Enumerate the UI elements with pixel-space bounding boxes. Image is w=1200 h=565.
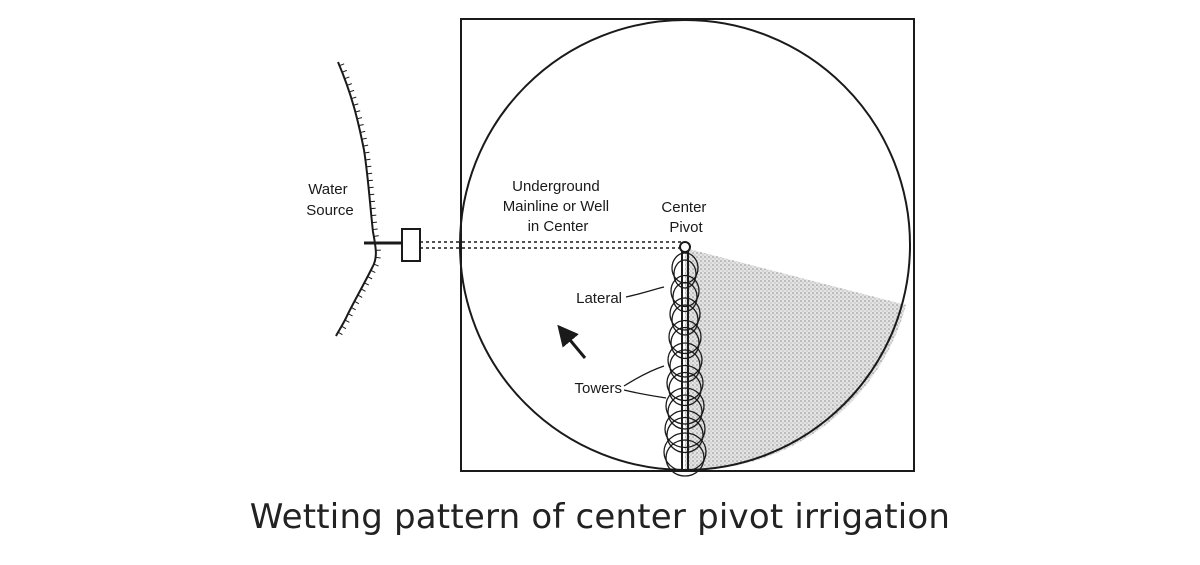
shore-tick [354, 300, 360, 305]
shore-tick [350, 307, 356, 311]
lateral-label: Lateral [576, 290, 622, 307]
tower-track [668, 371, 702, 407]
shore-tick [365, 158, 371, 161]
shore-tick [360, 288, 366, 292]
tower-track [671, 304, 699, 336]
tower-track [672, 281, 698, 313]
shore-tick [341, 69, 348, 73]
center-pivot-label: Center Pivot [661, 199, 710, 236]
towers-label: Towers [574, 380, 622, 397]
tower-track [669, 349, 701, 383]
figure-caption: Wetting pattern of center pivot irrigati… [249, 497, 951, 537]
tower-track [663, 432, 707, 472]
shore-tick [346, 83, 352, 86]
shore-tick [360, 130, 366, 133]
shore-tick [363, 144, 369, 147]
shore-tick [339, 63, 345, 67]
shore-tick [337, 331, 343, 336]
shore-tick [373, 263, 379, 267]
shore-tick [353, 103, 359, 106]
shore-tick [347, 313, 353, 317]
shore-tick [371, 221, 378, 224]
pump-intake [364, 228, 421, 262]
leader-lines [623, 286, 667, 399]
shore-tick [344, 76, 350, 80]
tower-track [666, 416, 704, 454]
tower-track [668, 319, 702, 355]
tower-track [670, 326, 700, 360]
center-pivot-point [679, 241, 691, 253]
water-source-label: Water Source [306, 181, 354, 219]
shore-tick [364, 151, 370, 154]
shore-tick [370, 269, 376, 274]
underground-mainline [420, 241, 684, 249]
shore-tick [358, 123, 364, 127]
water-source-shoreline [335, 61, 381, 337]
wetted-area [685, 248, 906, 471]
shore-tick [367, 179, 373, 182]
tower-track [667, 342, 703, 378]
tower-track [665, 439, 705, 477]
rotation-direction-arrow [557, 324, 587, 359]
shore-tick [349, 89, 355, 93]
shore-tick [356, 117, 363, 120]
tower-track [670, 274, 700, 308]
tower-track [669, 297, 701, 331]
mainline-label: Underground Mainline or Well in Center [503, 178, 614, 235]
shore-tick [372, 228, 378, 231]
shore-tick [341, 325, 347, 330]
shore-tick [344, 319, 350, 323]
shore-tick [366, 165, 372, 168]
lateral-pipe [663, 248, 707, 477]
shore-tick [351, 96, 357, 100]
shore-tick [367, 276, 373, 280]
shore-tick [375, 256, 381, 259]
tower-track [665, 387, 705, 425]
shore-tick [357, 294, 363, 298]
irrigation-circle [459, 19, 911, 471]
shore-tick [373, 235, 379, 237]
tower-track [664, 409, 706, 449]
shore-tick [364, 282, 370, 286]
shore-tick [355, 110, 361, 113]
shore-tick [361, 137, 367, 140]
tower-track [667, 394, 703, 430]
tower-track [673, 259, 697, 289]
tower-track [666, 364, 704, 402]
shore-tick [367, 172, 373, 175]
